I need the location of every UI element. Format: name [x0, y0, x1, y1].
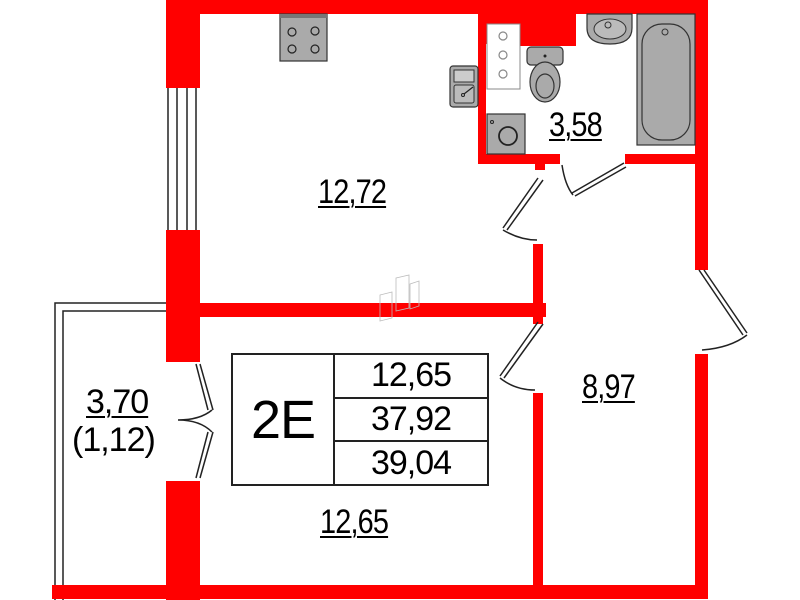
walls — [52, 0, 708, 600]
bathroom-area-label: 3,58 — [549, 106, 603, 144]
washing-machine-icon — [486, 113, 526, 155]
shelf-icon — [486, 23, 521, 90]
balcony-reduced-area-label: (1,12) — [72, 421, 156, 459]
hallway-area-label: 8,97 — [582, 368, 636, 406]
doors — [177, 162, 748, 479]
apartment-info-table: 2E 12,65 37,92 39,04 — [231, 353, 489, 486]
bathtub-icon — [636, 13, 696, 146]
apartment-type: 2E — [233, 355, 335, 484]
total-area-value: 37,92 — [335, 399, 487, 443]
kitchen-sink-icon — [449, 65, 479, 108]
living-area-value: 12,65 — [335, 355, 487, 399]
living-room-area-label: 12,65 — [320, 503, 389, 541]
total-area-with-balcony-value: 39,04 — [370, 443, 452, 482]
balcony-outline — [54, 302, 172, 600]
kitchen-window — [167, 88, 197, 230]
watermark-icon — [379, 274, 420, 322]
balcony-area-label: 3,70 — [86, 383, 149, 421]
stove-icon — [279, 13, 328, 62]
washbasin-icon — [586, 13, 633, 45]
kitchen-area-label: 12,72 — [318, 173, 387, 211]
toilet-icon — [526, 46, 564, 103]
